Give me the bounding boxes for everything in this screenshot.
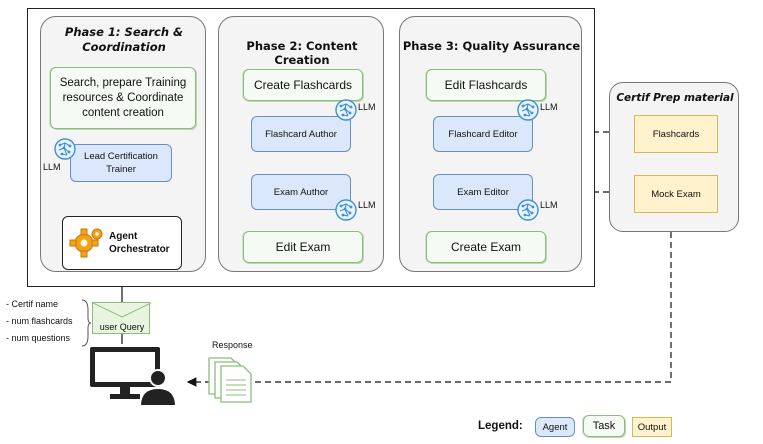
response-label: Response bbox=[212, 340, 253, 350]
agent-flashcard-author[interactable]: Flashcard Author bbox=[251, 116, 351, 152]
phase1-task-label: Search, prepare Training resources & Coo… bbox=[59, 76, 187, 119]
query-param: - num flashcards bbox=[6, 316, 73, 326]
output-flashcards-label: Flashcards bbox=[652, 128, 700, 140]
query-param: - num questions bbox=[6, 333, 71, 343]
legend-agent-label: Agent bbox=[542, 421, 568, 433]
task-edit-flashcards-label: Edit Flashcards bbox=[444, 78, 528, 92]
arrow-certif-to-user bbox=[186, 232, 672, 387]
agent-lead-certification-trainer[interactable]: Lead Certification Trainer bbox=[70, 144, 172, 182]
brain-icon bbox=[517, 199, 539, 221]
brain-icon bbox=[517, 99, 539, 121]
user-query-label: user Query bbox=[99, 322, 145, 332]
certif-title: Certif Prep material bbox=[616, 92, 734, 104]
agent-flashcard-editor[interactable]: Flashcard Editor bbox=[433, 116, 533, 152]
phase1-task[interactable]: Search, prepare Training resources & Coo… bbox=[50, 67, 196, 129]
task-create-exam-label: Create Exam bbox=[450, 240, 522, 254]
llm-label-flashcard-editor: LLM bbox=[540, 102, 558, 112]
legend-title: Legend: bbox=[478, 420, 523, 432]
task-create-flashcards-label: Create Flashcards bbox=[253, 78, 353, 92]
legend-output: Output bbox=[632, 417, 672, 437]
brain-icon bbox=[54, 138, 76, 160]
task-create-exam[interactable]: Create Exam bbox=[426, 231, 546, 263]
orchestrator-label: Agent Orchestrator bbox=[109, 231, 170, 255]
agent-flashcard-author-label: Flashcard Author bbox=[265, 128, 337, 140]
gear-icon bbox=[69, 228, 103, 258]
agent-exam-author[interactable]: Exam Author bbox=[251, 174, 351, 210]
user-computer-icon bbox=[90, 347, 178, 406]
llm-label-exam-editor: LLM bbox=[540, 200, 558, 210]
task-edit-exam[interactable]: Edit Exam bbox=[243, 231, 363, 263]
brain-icon bbox=[335, 99, 357, 121]
documents-icon bbox=[208, 357, 252, 403]
agent-exam-editor[interactable]: Exam Editor bbox=[433, 174, 533, 210]
legend-output-label: Output bbox=[637, 421, 667, 433]
envelope-icon bbox=[93, 303, 151, 318]
user-query-box[interactable]: user Query bbox=[92, 302, 151, 334]
legend-task: Task bbox=[583, 415, 625, 437]
phase2-panel: Phase 2: Content Creation Create Flashca… bbox=[218, 16, 384, 272]
task-edit-exam-label: Edit Exam bbox=[275, 240, 331, 254]
phase3-title: Phase 3: Quality Assurance bbox=[402, 39, 581, 53]
llm-label-exam-author: LLM bbox=[358, 200, 376, 210]
phase2-title: Phase 2: Content Creation bbox=[246, 39, 358, 67]
brace-icon bbox=[81, 299, 92, 347]
llm-label-flashcard-author: LLM bbox=[358, 102, 376, 112]
query-params: - Certif name - num flashcards - num que… bbox=[6, 296, 86, 347]
output-mock-exam-label: Mock Exam bbox=[651, 188, 701, 200]
agent-orchestrator[interactable]: Agent Orchestrator bbox=[62, 216, 182, 270]
task-create-flashcards[interactable]: Create Flashcards bbox=[243, 69, 363, 101]
phase1-title: Phase 1: Search & Coordination bbox=[64, 25, 184, 54]
certif-prep-panel: Certif Prep material Flashcards Mock Exa… bbox=[609, 82, 739, 232]
agent-exam-editor-label: Exam Editor bbox=[457, 186, 509, 198]
task-edit-flashcards[interactable]: Edit Flashcards bbox=[426, 69, 546, 101]
agent-exam-author-label: Exam Author bbox=[273, 186, 329, 198]
llm-label-lead: LLM bbox=[43, 162, 61, 172]
legend-task-label: Task bbox=[592, 420, 616, 432]
output-mock-exam[interactable]: Mock Exam bbox=[634, 175, 718, 213]
output-flashcards[interactable]: Flashcards bbox=[634, 115, 718, 153]
legend-agent: Agent bbox=[535, 417, 575, 437]
query-param: - Certif name bbox=[6, 299, 59, 309]
agent-flashcard-editor-label: Flashcard Editor bbox=[448, 128, 518, 140]
brain-icon bbox=[335, 199, 357, 221]
agent-lead-label: Lead Certification Trainer bbox=[84, 151, 158, 175]
